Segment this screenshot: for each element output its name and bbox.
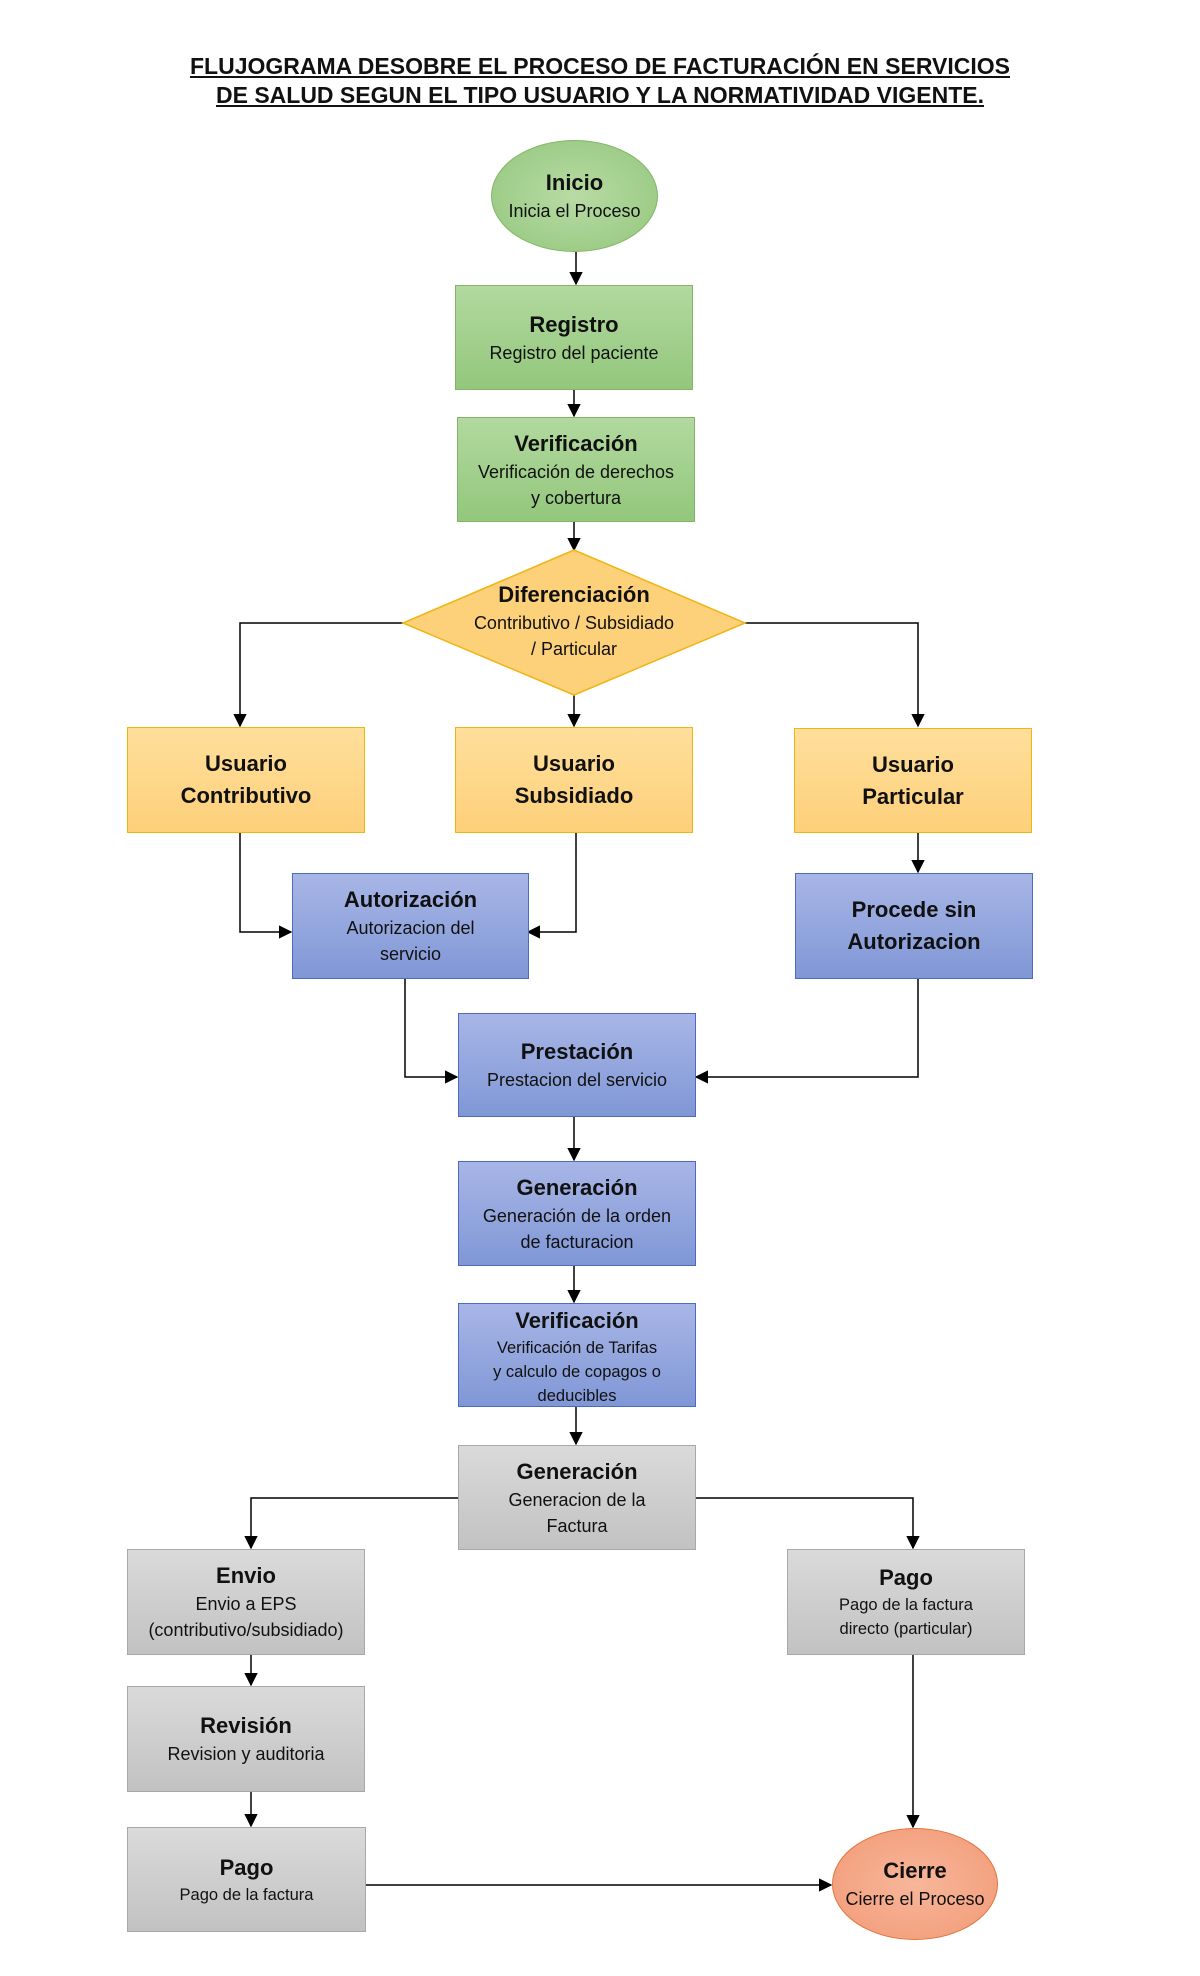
usuario-contributivo-node: Usuario Contributivo: [127, 727, 365, 833]
verificacion-tarifas-node: Verificación Verificación de Tarifas y c…: [458, 1303, 696, 1407]
verificacion-tarifas-title: Verificación: [515, 1308, 639, 1333]
diferenciacion-diamond: [401, 549, 747, 696]
pago-directo-node: Pago Pago de la factura directo (particu…: [787, 1549, 1025, 1655]
arrow-contributivo-autorizacion: [239, 833, 293, 939]
cierre-title: Cierre: [883, 1858, 947, 1883]
diferenciacion-text: Diferenciación Contributivo / Subsidiado…: [440, 580, 708, 662]
verificacion-derechos-line1: Verificación de derechos: [477, 461, 675, 482]
generacion-orden-line2: de facturacion: [520, 1231, 634, 1252]
revision-node: Revisión Revision y auditoria: [127, 1686, 365, 1792]
autorizacion-title: Autorización: [343, 887, 478, 912]
inicio-node: Inicio Inicia el Proceso: [491, 140, 658, 252]
autorizacion-line2: servicio: [379, 944, 441, 964]
usuario-subsidiado-line1: Usuario: [533, 751, 615, 776]
inicio-title: Inicio: [545, 170, 604, 195]
prestacion-title: Prestación: [520, 1039, 634, 1064]
usuario-subsidiado-node: Usuario Subsidiado: [455, 727, 693, 833]
envio-node: Envio Envio a EPS (contributivo/subsidia…: [127, 1549, 365, 1655]
cierre-node: Cierre Cierre el Proceso: [832, 1828, 998, 1940]
pago-directo-line2: directo (particular): [839, 1620, 973, 1638]
procede-sin-autorizacion-node: Procede sin Autorizacion: [795, 873, 1033, 979]
diferenciacion-line1: Contributivo / Subsidiado: [473, 613, 675, 633]
revision-title: Revisión: [200, 1713, 292, 1738]
prestacion-node: Prestación Prestacion del servicio: [458, 1013, 696, 1117]
verificacion-tarifas-line1: Verificación de Tarifas: [496, 1339, 658, 1357]
usuario-particular-line2: Particular: [862, 783, 964, 809]
arrow-autorizacion-prestacion: [404, 979, 459, 1084]
arrow-diferenciacion-particular: [745, 622, 925, 728]
pago-directo-line1: Pago de la factura: [839, 1596, 973, 1614]
generacion-orden-node: Generación Generación de la orden de fac…: [458, 1161, 696, 1266]
inicio-text: Inicia el Proceso: [508, 201, 641, 221]
diferenciacion-title: Diferenciación: [498, 582, 650, 607]
title-line-2: DE SALUD SEGUN EL TIPO USUARIO Y LA NORM…: [215, 82, 985, 108]
registro-text: Registro del paciente: [489, 342, 659, 363]
pago-node: Pago Pago de la factura: [127, 1827, 366, 1932]
usuario-particular-line1: Usuario: [872, 751, 954, 777]
page-title: FLUJOGRAMA DESOBRE EL PROCESO DE FACTURA…: [100, 52, 1100, 110]
revision-text: Revision y auditoria: [167, 1744, 325, 1764]
generacion-orden-line1: Generación de la orden: [482, 1205, 672, 1226]
title-line-1: FLUJOGRAMA DESOBRE EL PROCESO DE FACTURA…: [189, 53, 1010, 79]
cierre-text: Cierre el Proceso: [845, 1889, 985, 1909]
autorizacion-node: Autorización Autorizacion del servicio: [292, 873, 529, 979]
usuario-contributivo-line2: Contributivo: [180, 783, 312, 808]
envio-line1: Envio a EPS: [195, 1594, 297, 1614]
usuario-subsidiado-line2: Subsidiado: [514, 783, 634, 808]
verificacion-tarifas-line2: y calculo de copagos o: [493, 1363, 661, 1381]
verificacion-derechos-node: Verificación Verificación de derechos y …: [457, 417, 695, 522]
envio-line2: (contributivo/subsidiado): [148, 1620, 344, 1640]
generacion-orden-title: Generación: [516, 1174, 638, 1200]
generacion-factura-title: Generación: [516, 1458, 638, 1484]
procede-line1: Procede sin: [851, 897, 977, 922]
generacion-factura-line2: Factura: [546, 1515, 608, 1536]
registro-node: Registro Registro del paciente: [455, 285, 693, 390]
verificacion-derechos-title: Verificación: [514, 430, 638, 456]
arrow-subsidiado-autorizacion: [526, 833, 577, 939]
verificacion-derechos-line2: y cobertura: [530, 487, 622, 508]
envio-title: Envio: [216, 1563, 276, 1588]
arrow-diferenciacion-contributivo: [233, 622, 403, 728]
verificacion-tarifas-line3: deducibles: [537, 1387, 617, 1405]
arrow-factura-pago-directo: [695, 1497, 920, 1550]
prestacion-text: Prestacion del servicio: [486, 1070, 668, 1090]
diferenciacion-line2: / Particular: [530, 639, 618, 659]
usuario-contributivo-line1: Usuario: [205, 751, 287, 776]
usuario-particular-node: Usuario Particular: [794, 728, 1032, 833]
generacion-factura-line1: Generacion de la: [508, 1489, 646, 1510]
registro-title: Registro: [529, 311, 619, 337]
pago-title: Pago: [219, 1854, 274, 1880]
pago-text: Pago de la factura: [179, 1885, 314, 1904]
arrow-factura-envio: [244, 1497, 458, 1550]
procede-line2: Autorizacion: [847, 929, 981, 954]
pago-directo-title: Pago: [879, 1565, 933, 1590]
arrow-procede-prestacion: [694, 979, 919, 1084]
autorizacion-line1: Autorizacion del: [346, 918, 475, 938]
generacion-factura-node: Generación Generacion de la Factura: [458, 1445, 696, 1550]
